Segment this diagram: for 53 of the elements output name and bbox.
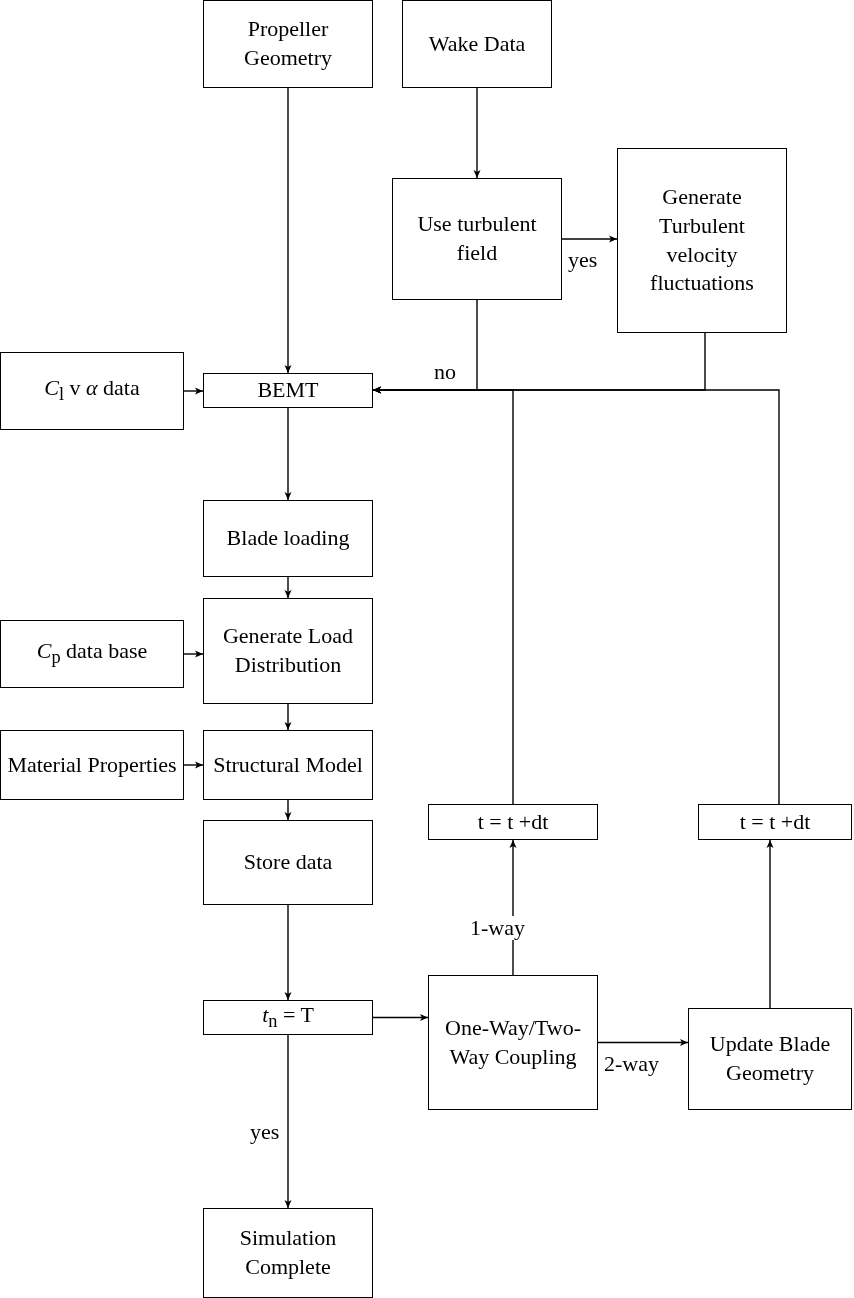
node-text: Wake Data xyxy=(428,29,526,58)
arrow xyxy=(597,1039,689,1046)
arrow xyxy=(183,650,204,658)
node-text: Store data xyxy=(243,848,333,877)
node-text: C$_{p}$ data base xyxy=(36,637,148,670)
arrow xyxy=(372,1014,429,1021)
arrow xyxy=(284,703,292,731)
process-box xyxy=(688,1008,852,1110)
arrow xyxy=(561,235,618,243)
process-box xyxy=(203,820,373,905)
node-text: t = t +dt xyxy=(739,807,811,836)
node-text: Blade loading xyxy=(226,524,350,553)
node-text: Generate Load Distribution xyxy=(221,622,355,679)
node-text: Material Properties xyxy=(7,750,177,779)
process-box xyxy=(0,730,184,800)
arrow xyxy=(183,761,204,769)
arrow xyxy=(372,386,780,805)
process-box xyxy=(203,1000,373,1035)
node-text: Generate Turbulent velocity fluctuations xyxy=(649,183,755,298)
process-box xyxy=(203,730,373,800)
process-box xyxy=(203,1208,373,1298)
node-text: BEMT xyxy=(257,376,319,405)
arrow xyxy=(284,904,292,1001)
process-box xyxy=(203,373,373,408)
edge-label: 1-way xyxy=(468,916,527,941)
arrow xyxy=(284,799,292,821)
arrow xyxy=(284,407,292,501)
node-text: Update Blade Geometry xyxy=(708,1030,832,1087)
process-box xyxy=(402,0,552,88)
node-text: t = t +dt xyxy=(477,807,549,836)
arrow xyxy=(284,87,292,374)
node-text: Propeller Geometry xyxy=(243,15,333,72)
arrow xyxy=(284,576,292,599)
process-box xyxy=(428,804,598,840)
process-box xyxy=(203,0,373,88)
arrow xyxy=(183,387,204,395)
node-text: C$_{l}$ v α data xyxy=(44,374,140,407)
arrow xyxy=(284,1034,292,1209)
process-box xyxy=(203,598,373,704)
process-box xyxy=(0,620,184,688)
arrow xyxy=(766,839,774,1009)
node-text: Structural Model xyxy=(213,750,363,779)
process-box xyxy=(428,975,598,1110)
node-text: Simulation Complete xyxy=(238,1224,338,1281)
process-box xyxy=(617,148,787,333)
node-text: Use turbulent field xyxy=(416,210,538,267)
process-box xyxy=(392,178,562,300)
node-text: t$_{n}$ = T xyxy=(262,1000,314,1034)
process-box xyxy=(203,500,373,577)
process-box xyxy=(698,804,852,840)
node-text: One-Way/Two-Way Coupling xyxy=(444,1013,582,1071)
process-box xyxy=(0,352,184,430)
arrow xyxy=(473,87,481,179)
